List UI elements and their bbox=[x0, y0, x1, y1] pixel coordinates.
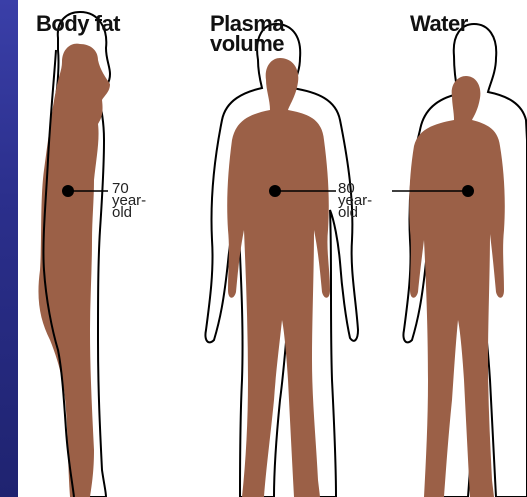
plasma-silhouette bbox=[227, 58, 330, 497]
plasma-title-line2: volume bbox=[210, 34, 284, 54]
water-title: Water bbox=[410, 14, 468, 34]
body-composition-figure: Body fat Plasma volume Water 70 year- ol… bbox=[18, 0, 527, 497]
figure-drawing bbox=[18, 0, 527, 497]
age-label-70: 70 year- old bbox=[112, 183, 146, 219]
age-label-80: 80 year- old bbox=[338, 183, 372, 219]
body-fat-title: Body fat bbox=[36, 14, 120, 34]
